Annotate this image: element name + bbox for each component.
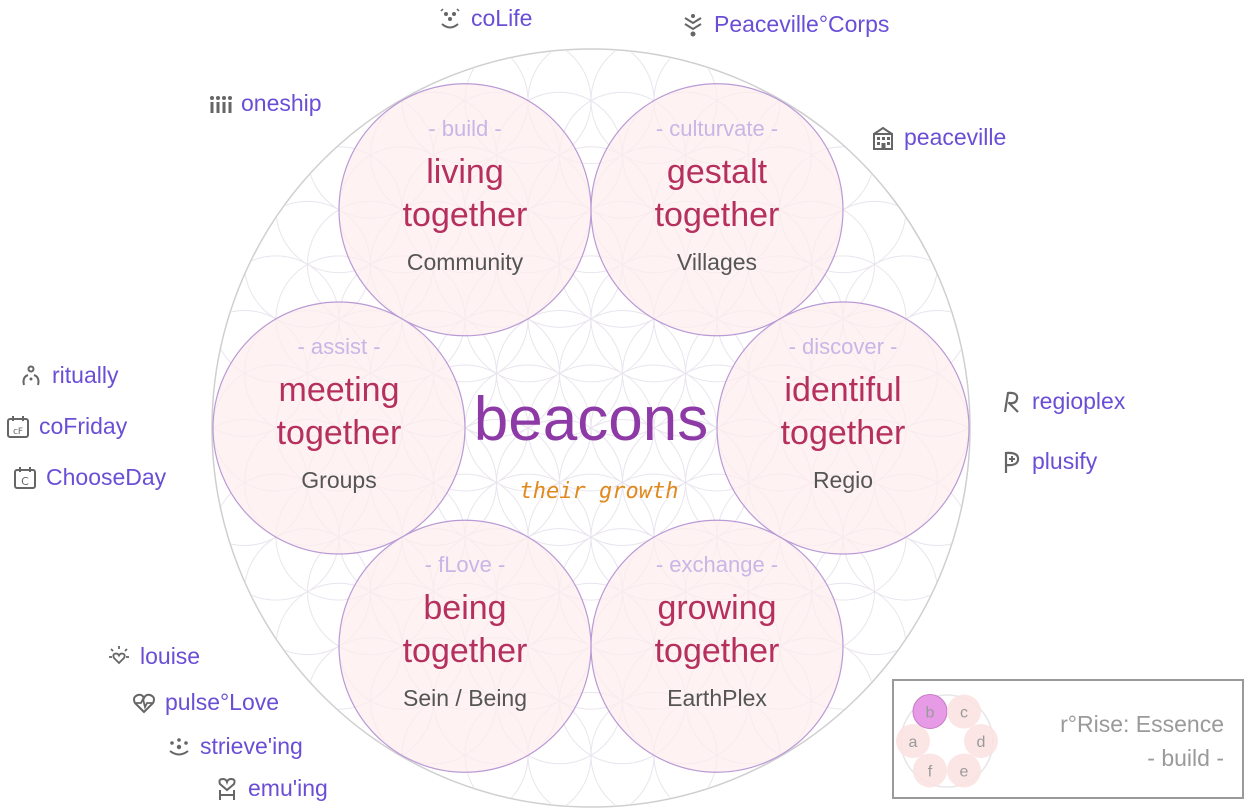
legend-node-c — [947, 694, 981, 729]
petal-verb: - discover - — [789, 334, 898, 359]
legend-node-d — [964, 724, 998, 758]
badge-icon — [680, 12, 706, 38]
petal-circle — [212, 301, 466, 555]
legend-node-a — [896, 724, 930, 758]
legend-node-label: b — [926, 705, 935, 722]
link-strieveing[interactable]: strieve'ing — [166, 733, 303, 760]
petal-caption: Sein / Being — [403, 685, 527, 711]
petal-title-line2: together — [403, 196, 528, 234]
petal-circle — [590, 83, 844, 337]
link-oneship[interactable]: oneship — [207, 90, 322, 117]
link-emuing[interactable]: emu'ing — [214, 775, 328, 802]
petal-title-line2: together — [655, 632, 780, 670]
legend-subtitle: - build - — [1147, 745, 1224, 771]
petal-circle — [716, 301, 970, 555]
petal-caption: Groups — [301, 467, 376, 493]
petal-verb: - culturvate - — [656, 116, 778, 141]
outer-ring — [211, 48, 971, 808]
link-plusify[interactable]: plusify — [998, 448, 1097, 475]
petal-title-line1: growing — [657, 589, 776, 627]
legend-node-label: d — [977, 734, 986, 751]
people-row-icon — [207, 91, 233, 117]
script-r-icon — [998, 389, 1024, 415]
petal-circle — [338, 519, 592, 773]
petal-caption: Regio — [813, 467, 873, 493]
petal-title-line2: together — [403, 632, 528, 670]
hand-heart-icon — [214, 776, 240, 802]
building-icon — [870, 125, 896, 151]
heart-pulse-icon — [131, 690, 157, 716]
legend-node-label: e — [960, 763, 969, 780]
petal-caption: EarthPlex — [667, 685, 767, 711]
link-ritually[interactable]: ritually — [18, 362, 118, 389]
link-regioplex[interactable]: regioplex — [998, 388, 1125, 415]
petal-title-line1: identiful — [784, 371, 901, 409]
svg-text:cF: cF — [13, 427, 23, 437]
petal-title-line2: together — [655, 196, 780, 234]
center-subtitle: their growth — [520, 479, 679, 504]
petal-verb: - build - — [428, 116, 501, 141]
petal-verb: - exchange - — [656, 552, 778, 577]
ritual-icon — [18, 363, 44, 389]
petal-title-line2: together — [781, 414, 906, 452]
petal-verb: - assist - — [297, 334, 380, 359]
legend-node-label: a — [909, 734, 918, 751]
link-cofriday[interactable]: cF coFriday — [5, 413, 127, 440]
link-louise[interactable]: louise — [106, 643, 200, 670]
link-chooseday[interactable]: C ChooseDay — [12, 464, 166, 491]
link-peaceville-corps[interactable]: Peaceville°Corps — [680, 11, 889, 38]
link-peaceville[interactable]: peaceville — [870, 124, 1006, 151]
petal-title-line1: being — [423, 589, 506, 627]
legend-node-e — [947, 753, 981, 788]
petal-title-line1: meeting — [279, 371, 400, 409]
legend-node-f — [913, 753, 947, 788]
petal-title-line1: gestalt — [667, 153, 768, 191]
legend-title: r°Rise: Essence — [1060, 711, 1224, 737]
plus-p-icon — [998, 449, 1024, 475]
sun-heart-icon — [106, 644, 132, 670]
petal-verb: - fLove - — [425, 552, 506, 577]
dots-smile-icon — [166, 734, 192, 760]
calendar-cf-icon: cF — [5, 414, 31, 440]
legend-node-label: f — [928, 763, 933, 780]
petal-caption: Villages — [677, 249, 757, 275]
center-title: beacons — [474, 385, 708, 454]
link-pulse-love[interactable]: pulse°Love — [131, 689, 279, 716]
calendar-c-icon: C — [12, 465, 38, 491]
petal-title-line1: living — [426, 153, 503, 191]
legend-node-label: c — [960, 705, 968, 722]
petal-caption: Community — [407, 249, 524, 275]
svg-text:C: C — [21, 475, 29, 488]
link-colife[interactable]: coLife — [437, 5, 532, 32]
legend-ring: ab cde f — [896, 694, 998, 788]
smile-dots-icon — [437, 6, 463, 32]
petal-title-line2: together — [277, 414, 402, 452]
